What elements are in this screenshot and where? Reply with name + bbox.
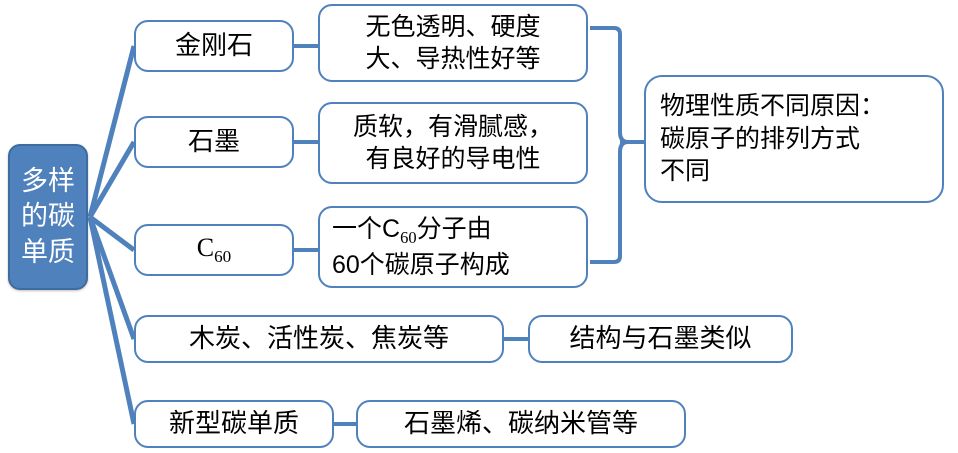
node-diamond-description[interactable]: 无色透明、硬度 大、导热性好等 [318, 4, 588, 82]
node-conclusion-label: 物理性质不同原因： 碳原子的排列方式 不同 [660, 92, 886, 186]
connector-root-to-charcoal [87, 216, 137, 340]
node-charcoal-description[interactable]: 结构与石墨类似 [528, 315, 793, 363]
node-diamond[interactable]: 金刚石 [134, 20, 294, 72]
node-c60-description-text: 一个C60分子由 60个碳原子构成 [332, 213, 574, 280]
node-c60-description[interactable]: 一个C60分子由 60个碳原子构成 [318, 206, 588, 288]
connector-bracket [590, 26, 622, 264]
node-graphite-description[interactable]: 质软，有滑腻感， 有良好的导电性 [318, 102, 588, 184]
root-node[interactable]: 多样 的碳 单质 [8, 144, 88, 290]
node-conclusion[interactable]: 物理性质不同原因： 碳原子的排列方式 不同 [644, 75, 944, 203]
connector-bracket-corner-bottom [618, 140, 629, 153]
node-new-carbon-allotropes-description-text: 石墨烯、碳纳米管等 [403, 408, 638, 439]
node-graphite-label: 石墨 [187, 126, 240, 157]
node-charcoal[interactable]: 木炭、活性炭、焦炭等 [134, 315, 504, 363]
node-graphite-description-text: 质软，有滑腻感， 有良好的导电性 [352, 113, 553, 173]
root-node-label: 多样 的碳 单质 [21, 165, 75, 267]
node-diamond-description-text: 无色透明、硬度 大、导热性好等 [365, 13, 541, 73]
node-c60-desc-line1-pre: 一个C [332, 215, 401, 244]
connector-root-to-newtype [87, 216, 137, 425]
node-new-carbon-allotropes[interactable]: 新型碳单质 [134, 400, 334, 448]
node-c60-desc-line2: 60个碳原子构成 [332, 250, 510, 279]
node-c60-label-base: C [196, 232, 215, 262]
node-new-carbon-allotropes-description[interactable]: 石墨烯、碳纳米管等 [356, 400, 686, 448]
node-charcoal-label: 木炭、活性炭、焦炭等 [188, 323, 449, 354]
node-c60-label: C60 [144, 232, 284, 268]
node-charcoal-description-text: 结构与石墨类似 [569, 323, 752, 354]
node-new-carbon-allotropes-label: 新型碳单质 [168, 408, 299, 439]
connector-root-to-graphite [87, 140, 137, 219]
node-c60[interactable]: C60 [134, 224, 294, 276]
node-graphite[interactable]: 石墨 [134, 116, 294, 168]
node-diamond-label: 金刚石 [174, 30, 253, 61]
connector-root-to-c60 [88, 215, 136, 252]
connector-bracket-corner-top [618, 131, 629, 144]
node-c60-desc-subscript: 60 [400, 228, 417, 248]
node-c60-desc-line1-post: 分子由 [416, 215, 492, 244]
connector-root-to-diamond [87, 45, 137, 218]
node-c60-label-subscript: 60 [214, 247, 232, 267]
